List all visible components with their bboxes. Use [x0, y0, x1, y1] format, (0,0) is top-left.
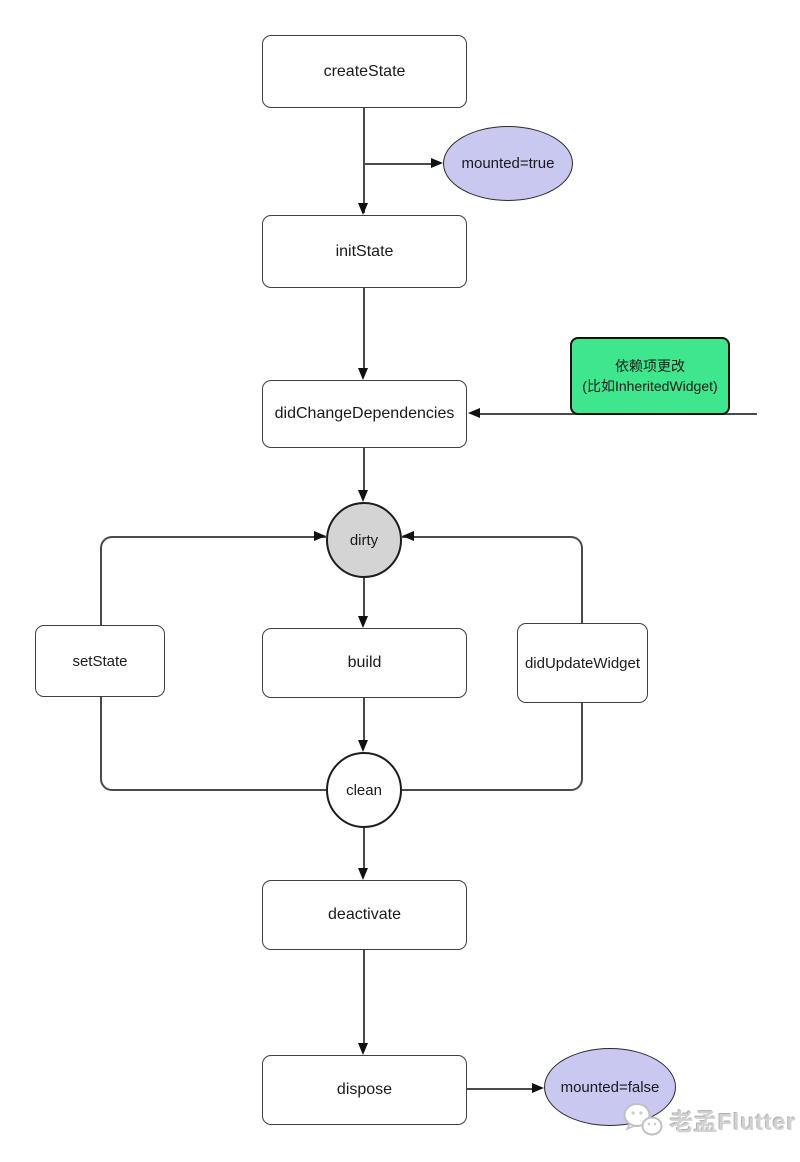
wechat-bubbles-icon: [622, 1102, 666, 1138]
arrowhead-into-dirty-right: [402, 531, 414, 541]
dependency-note-line2: (比如InheritedWidget): [582, 378, 718, 394]
node-deactivate: deactivate: [262, 880, 467, 950]
node-createstate: createState: [262, 35, 467, 108]
node-build-label: build: [347, 654, 382, 671]
edge-didchange-dirty: [363, 448, 365, 492]
node-setstate: setState: [35, 625, 165, 697]
arrowhead-into-didchange: [358, 368, 368, 380]
edge-dirty-build: [363, 578, 365, 618]
edge-clean-deactivate: [363, 828, 365, 869]
node-initstate-label: initState: [335, 242, 394, 260]
node-didchangedependencies: didChangeDependencies: [262, 380, 467, 448]
edge-initstate-didchange: [363, 288, 365, 369]
node-mounted-true: mounted=true: [443, 126, 573, 201]
arrowhead-into-build: [358, 616, 368, 628]
arrowhead-into-dispose: [358, 1043, 368, 1055]
node-build: build: [262, 628, 467, 698]
arrowhead-into-mountedfalse: [532, 1083, 544, 1093]
edge-build-clean: [363, 698, 365, 741]
arrowhead-into-deactivate: [358, 868, 368, 880]
watermark-text: 老孟Flutter: [670, 1109, 797, 1135]
node-clean-label: clean: [346, 781, 382, 799]
node-initstate: initState: [262, 215, 467, 288]
edge-dispose-mountedfalse: [467, 1088, 533, 1090]
node-didchangedependencies-label: didChangeDependencies: [274, 405, 455, 422]
edge-createstate-mountedtrue: [364, 163, 432, 165]
node-createstate-label: createState: [323, 62, 406, 80]
node-dirty-label: dirty: [349, 531, 379, 549]
node-clean: clean: [326, 752, 402, 828]
arrowhead-into-didchange-right: [468, 408, 480, 418]
arrowhead-into-initstate: [358, 203, 368, 215]
arrowhead-into-mountedtrue: [431, 158, 443, 168]
node-dirty: dirty: [326, 502, 402, 578]
node-dispose-label: dispose: [336, 1081, 393, 1098]
node-dependency-note: 依赖项更改 (比如InheritedWidget): [570, 337, 730, 415]
edge-createstate-initstate: [363, 108, 365, 213]
node-mounted-false: mounted=false: [544, 1048, 676, 1126]
node-mounted-false-label: mounted=false: [560, 1078, 660, 1096]
node-didupdatewidget-label: didUpdateWidget: [524, 654, 641, 672]
node-mounted-true-label: mounted=true: [461, 155, 555, 172]
arrowhead-into-clean: [358, 740, 368, 752]
node-dispose: dispose: [262, 1055, 467, 1125]
dependency-note-line1: 依赖项更改: [615, 357, 685, 374]
arrowhead-into-dirty-left: [314, 531, 326, 541]
edge-deactivate-dispose: [363, 950, 365, 1044]
arrowhead-into-dirty-top: [358, 490, 368, 502]
node-setstate-label: setState: [72, 652, 128, 670]
node-deactivate-label: deactivate: [328, 906, 401, 923]
node-didupdatewidget: didUpdateWidget: [517, 623, 648, 703]
watermark: 老孟Flutter: [622, 1102, 797, 1138]
